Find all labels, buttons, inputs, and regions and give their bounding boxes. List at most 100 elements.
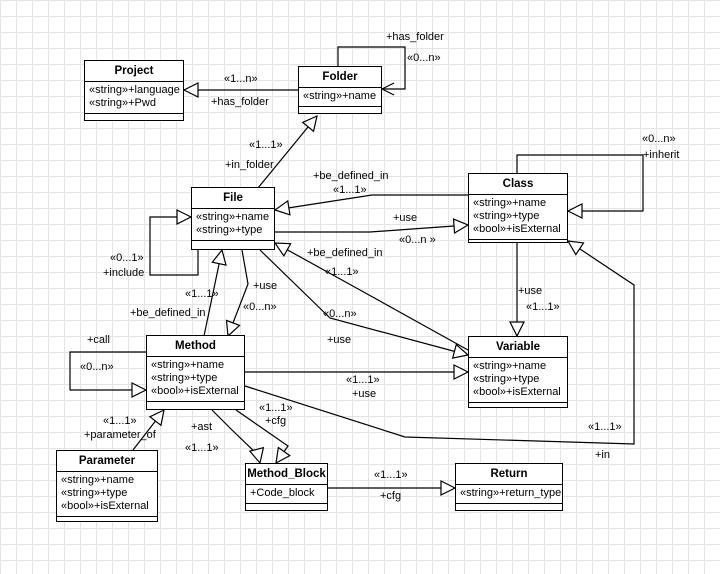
label-has-folder: +has_folder xyxy=(211,96,269,108)
connector-method-self xyxy=(69,351,146,390)
attribute-list: «string»+name «string»+type «bool»+isExt… xyxy=(469,195,567,240)
connector-variable-file xyxy=(275,243,469,351)
attribute-list: «string»+name xyxy=(299,88,381,107)
attribute-list: «string»+return_type xyxy=(456,485,562,504)
class-class[interactable]: Class «string»+name «string»+type «bool»… xyxy=(468,173,568,243)
operations-compartment xyxy=(456,504,562,511)
attribute: «string»+name xyxy=(473,197,547,209)
connector-parameter-method xyxy=(132,410,164,451)
connector-method-block-cfg xyxy=(235,409,288,463)
label-has-folder-self: +has_folder xyxy=(386,31,444,43)
label-file-self-mult: «0...1» xyxy=(110,252,144,264)
label-class-file-mult: «1...1» xyxy=(333,184,367,196)
label-use-method-var: +use xyxy=(352,388,377,400)
class-project[interactable]: Project «string»+language «string»+Pwd xyxy=(84,60,184,121)
label-in: +in xyxy=(595,449,610,461)
attribute-list: +Code_block xyxy=(246,485,327,504)
label-be-defined-in-method: +be_defined_in xyxy=(130,307,206,319)
label-return-mult: «1...1» xyxy=(374,469,408,481)
attribute: «bool»+isExternal xyxy=(473,386,561,398)
class-name: Folder xyxy=(299,67,381,88)
attribute: «string»+return_type xyxy=(460,487,562,499)
label-call: +call xyxy=(87,334,110,346)
attribute: «string»+type xyxy=(61,487,128,499)
class-name: Class xyxy=(469,174,567,195)
connector-method-block-ast xyxy=(211,409,260,463)
label-param-mult: «1...1» xyxy=(103,415,137,427)
operations-compartment xyxy=(192,241,274,248)
attribute-list: «string»+name «string»+type «bool»+isExt… xyxy=(469,358,567,403)
connector-file-folder xyxy=(257,116,317,189)
connector-class-self xyxy=(516,154,644,211)
label-method-var-mult: «1...1» xyxy=(346,374,380,386)
attribute: «string»+Pwd xyxy=(89,97,156,109)
attribute: «string»+type xyxy=(473,210,540,222)
connector-method-file xyxy=(203,250,222,337)
operations-compartment xyxy=(469,403,567,410)
attribute-list: «string»+name «string»+type «bool»+isExt… xyxy=(147,357,244,402)
label-folder-self-mult: «0...n» xyxy=(407,52,441,64)
class-variable[interactable]: Variable «string»+name «string»+type «bo… xyxy=(468,336,568,408)
operations-compartment xyxy=(299,107,381,114)
label-ast-mult: «1...1» xyxy=(185,442,219,454)
label-be-defined-in-class: +be_defined_in xyxy=(313,170,389,182)
class-name: Return xyxy=(456,464,562,485)
operations-compartment xyxy=(85,114,183,121)
class-file[interactable]: File «string»+name «string»+type xyxy=(191,187,275,250)
class-method[interactable]: Method «string»+name «string»+type «bool… xyxy=(146,335,245,410)
label-use-file-var: +use xyxy=(327,334,352,346)
attribute: «string»+name xyxy=(151,359,225,371)
attribute-list: «string»+name «string»+type «bool»+isExt… xyxy=(57,472,157,517)
label-inherit: +inherit xyxy=(643,149,680,161)
operations-compartment xyxy=(147,402,244,409)
label-use-method-file: +use xyxy=(253,280,278,292)
label-method-self-mult: «0...n» xyxy=(80,361,114,373)
attribute: «string»+type xyxy=(151,372,218,384)
class-name: Method xyxy=(147,336,244,357)
label-file-var-mult: «0...n» xyxy=(323,308,357,320)
attribute: «string»+type xyxy=(473,373,540,385)
label-cfg-mult: «1...1» xyxy=(259,402,293,414)
label-class-self-mult: «0...n» xyxy=(642,133,676,145)
label-use-file-class: +use xyxy=(393,212,418,224)
operations-compartment xyxy=(57,517,157,524)
attribute: «string»+name xyxy=(196,211,270,223)
attribute: «string»+name xyxy=(61,474,135,486)
class-folder[interactable]: Folder «string»+name xyxy=(298,66,382,114)
connector-method-class xyxy=(244,241,635,445)
attribute-list: «string»+language «string»+Pwd xyxy=(85,82,183,114)
connector-file-class xyxy=(275,225,468,232)
connector-class-file xyxy=(275,194,468,210)
label-in-folder: +in_folder xyxy=(225,159,274,171)
attribute: «bool»+isExternal xyxy=(473,223,561,235)
label-file-class-mult: «0...n » xyxy=(399,234,436,246)
class-name: Parameter xyxy=(57,451,157,472)
class-return[interactable]: Return «string»+return_type xyxy=(455,463,563,511)
label-project-folder-mult: «1...n» xyxy=(224,73,258,85)
attribute: «string»+type xyxy=(196,224,263,236)
operations-compartment xyxy=(246,504,327,511)
class-name: Project xyxy=(85,61,183,82)
attribute-list: «string»+name «string»+type xyxy=(192,209,274,241)
label-cfg-return: +cfg xyxy=(380,490,402,502)
connector-file-variable xyxy=(259,249,468,355)
label-method-file-mult: «1...1» xyxy=(185,288,219,300)
class-method-block[interactable]: Method_Block +Code_block xyxy=(245,463,328,511)
operations-compartment xyxy=(469,240,567,247)
attribute: «string»+language xyxy=(89,84,180,96)
label-cfg-method: +cfg xyxy=(265,415,287,427)
connector-folder-self xyxy=(337,46,406,89)
connector-file-self xyxy=(149,217,199,276)
label-class-var-mult: «1...1» xyxy=(526,301,560,313)
attribute: «bool»+isExternal xyxy=(151,385,239,397)
class-name: File xyxy=(192,188,274,209)
class-parameter[interactable]: Parameter «string»+name «string»+type «b… xyxy=(56,450,158,522)
label-parameter-of: +parameter_of xyxy=(84,429,156,441)
label-include: +include xyxy=(103,267,145,279)
label-in-folder-mult: «1...1» xyxy=(249,139,283,151)
label-var-file-mult: «1...1» xyxy=(325,266,359,278)
attribute: «bool»+isExternal xyxy=(61,500,149,512)
label-use-class-var: +use xyxy=(518,285,543,297)
label-ast: +ast xyxy=(191,421,213,433)
